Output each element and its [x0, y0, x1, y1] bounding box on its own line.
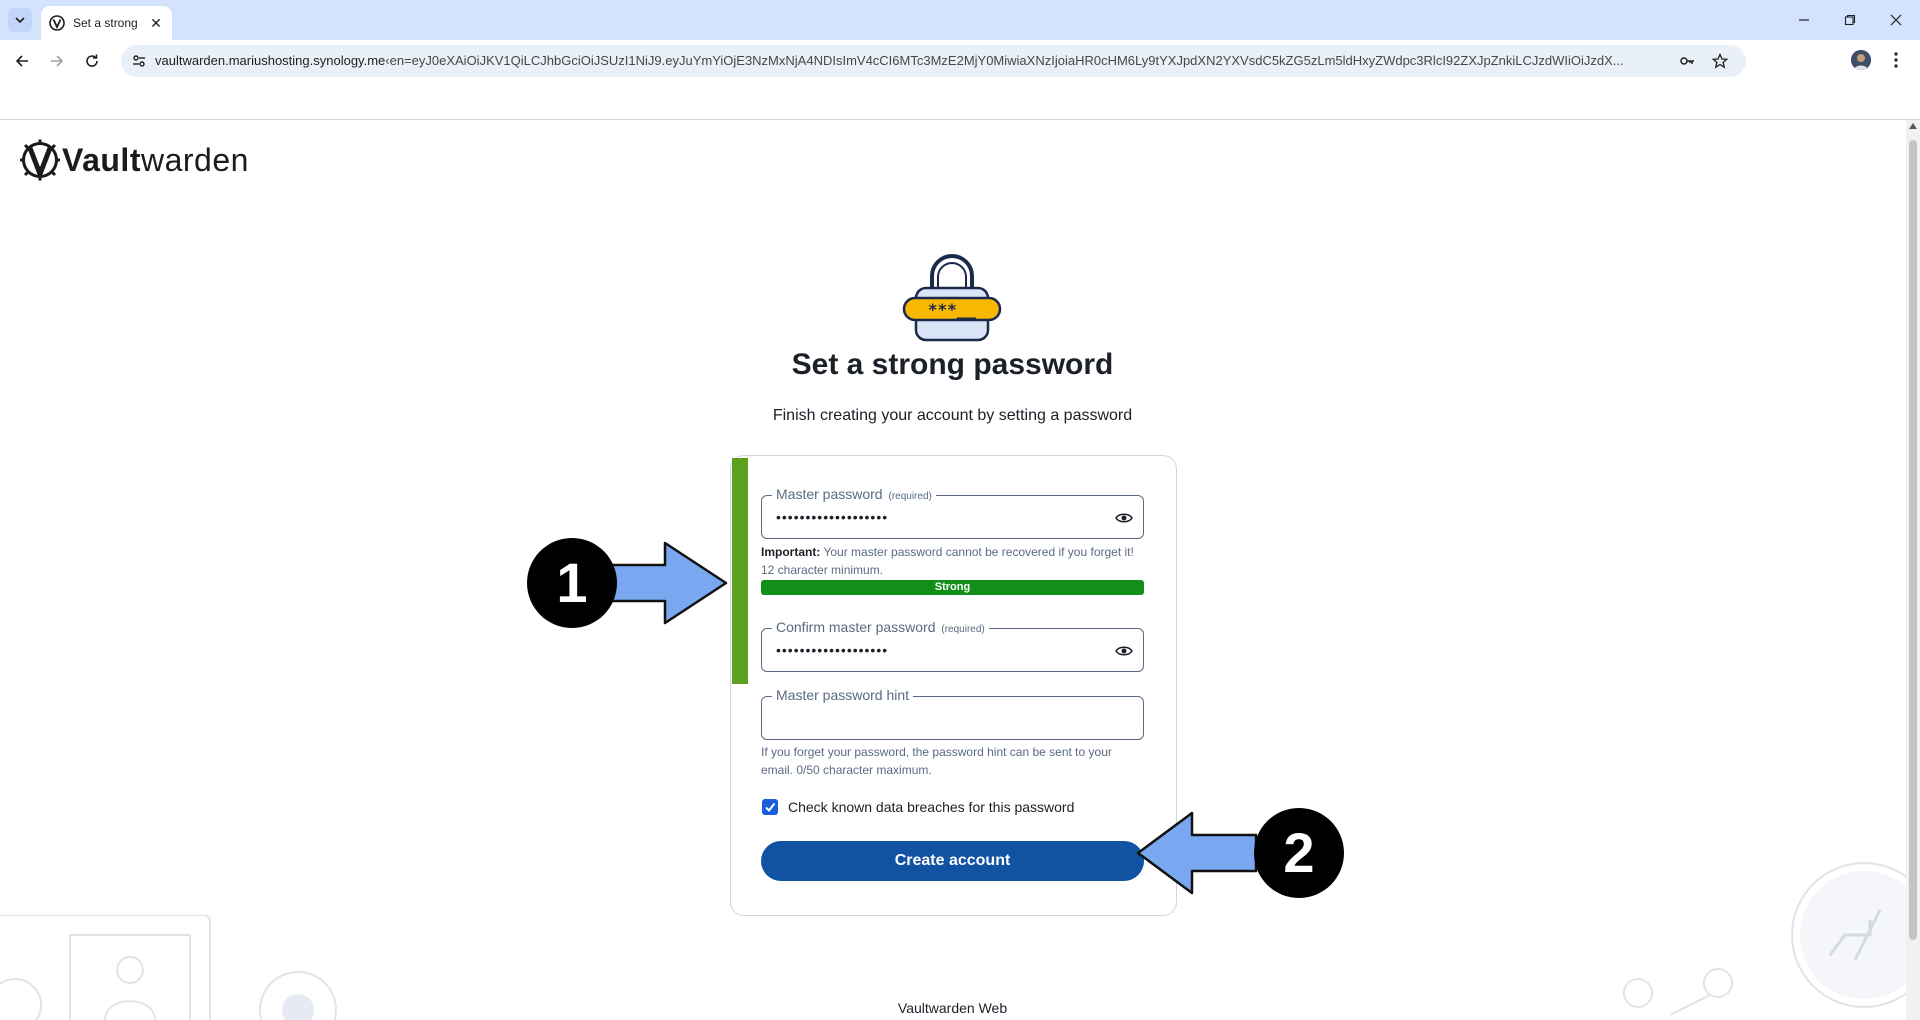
browser-tab-strip: Set a strong ✕ — [0, 0, 1920, 40]
logo-wordmark-light: warden — [140, 141, 249, 178]
master-password-field[interactable]: Master password (required) •••••••••••••… — [761, 486, 1144, 539]
master-password-hint-field[interactable]: Master password hint — [761, 687, 1144, 740]
step-number-1: 1 — [556, 551, 587, 614]
close-tab-icon[interactable]: ✕ — [150, 14, 162, 31]
vaultwarden-logo[interactable]: Vaultwarden — [20, 139, 249, 181]
restore-icon — [1844, 14, 1856, 26]
checkmark-icon — [765, 802, 776, 813]
logo-wordmark: Vaultwarden — [62, 142, 249, 179]
required-marker: (required) — [888, 491, 932, 502]
master-password-input[interactable]: ••••••••••••••••••• — [776, 509, 889, 525]
required-marker: (required) — [941, 624, 985, 635]
tab-search-button[interactable] — [8, 8, 32, 32]
confirm-password-label: Confirm master password (required) — [772, 619, 989, 635]
important-text: Your master password cannot be recovered… — [761, 545, 1134, 577]
page-title: Set a strong password — [791, 348, 1114, 381]
annotation-arrow-1: 1 — [527, 538, 728, 628]
url-text[interactable]: vaultwarden.mariushosting.synology.me‹en… — [155, 53, 1665, 69]
avatar-icon — [1851, 50, 1871, 70]
step-badge — [527, 538, 617, 628]
close-icon — [1890, 14, 1902, 26]
annotation-arrow-2: 2 — [1136, 808, 1344, 898]
browser-toolbar: vaultwarden.mariushosting.synology.me‹en… — [0, 40, 1920, 120]
eye-icon[interactable] — [1115, 509, 1133, 527]
address-bar[interactable]: vaultwarden.mariushosting.synology.me‹en… — [121, 45, 1746, 77]
vaultwarden-gear-logo-icon — [20, 139, 60, 181]
breach-check-checkbox[interactable] — [762, 799, 778, 815]
minimize-window-button[interactable] — [1781, 0, 1827, 40]
more-vertical-icon — [1894, 52, 1898, 68]
logo-wordmark-bold: Vault — [62, 141, 141, 178]
arrow-left-icon — [15, 55, 28, 67]
step-badge — [1254, 808, 1344, 898]
step-number-2: 2 — [1283, 821, 1314, 884]
back-button[interactable] — [11, 50, 33, 72]
confirm-password-label-text: Confirm master password — [776, 619, 936, 635]
minimize-icon — [1799, 19, 1809, 21]
password-key-icon[interactable] — [1679, 53, 1695, 69]
bookmark-star-icon[interactable] — [1712, 53, 1728, 69]
page-subtitle: Finish creating your account by setting … — [772, 407, 1133, 424]
reload-icon — [86, 54, 98, 67]
page-footer: Vaultwarden Web — [897, 1000, 1008, 1016]
page-scrollbar[interactable] — [1906, 120, 1920, 1020]
site-settings-icon[interactable] — [131, 53, 147, 69]
chevron-down-icon — [15, 17, 25, 24]
browser-menu-button[interactable] — [1886, 50, 1906, 70]
reload-button[interactable] — [81, 50, 103, 72]
lock-illustration-text: ***__ — [928, 300, 977, 319]
url-host: vaultwarden.mariushosting.synology.me — [155, 53, 386, 68]
master-password-label: Master password (required) — [772, 486, 936, 502]
page-content: Vaultwarden ***__ Set a strong password … — [0, 120, 1920, 1020]
lock-password-illustration-icon: ***__ — [902, 254, 1002, 342]
tab-title: Set a strong — [73, 16, 138, 30]
scroll-up-arrow-icon[interactable] — [1909, 123, 1917, 129]
focus-highlight-bar — [732, 458, 748, 684]
hint-label: Master password hint — [772, 687, 914, 703]
restore-window-button[interactable] — [1827, 0, 1873, 40]
browser-tab-active[interactable]: Set a strong ✕ — [41, 6, 172, 40]
password-strength-meter: Strong — [761, 580, 1144, 595]
create-account-button[interactable]: Create account — [761, 841, 1144, 881]
important-prefix: Important: — [761, 545, 821, 559]
master-password-label-text: Master password — [776, 486, 883, 502]
arrow-left-shape — [1136, 811, 1258, 895]
confirm-password-input[interactable]: ••••••••••••••••••• — [776, 642, 889, 658]
close-window-button[interactable] — [1873, 0, 1919, 40]
profile-avatar[interactable] — [1851, 50, 1871, 70]
forward-button[interactable] — [46, 50, 68, 72]
vaultwarden-favicon-icon — [49, 15, 65, 31]
scrollbar-thumb[interactable] — [1909, 140, 1917, 940]
eye-icon[interactable] — [1115, 642, 1133, 660]
master-password-helper: Important: Your master password cannot b… — [761, 543, 1144, 579]
confirm-master-password-field[interactable]: Confirm master password (required) •••••… — [761, 619, 1144, 672]
background-illustration-right — [1623, 862, 1906, 1016]
arrow-right-icon — [51, 55, 64, 67]
background-illustration-left — [0, 915, 337, 1020]
gear-illustration-icon — [259, 971, 337, 1020]
breach-check-label[interactable]: Check known data breaches for this passw… — [788, 799, 1075, 815]
arrow-right-shape — [604, 541, 728, 625]
hint-helper: If you forget your password, the passwor… — [761, 745, 1112, 777]
url-path: ‹en=eyJ0eXAiOiJKV1QiLCJhbGciOiJSUzI1NiJ9… — [385, 53, 1624, 68]
